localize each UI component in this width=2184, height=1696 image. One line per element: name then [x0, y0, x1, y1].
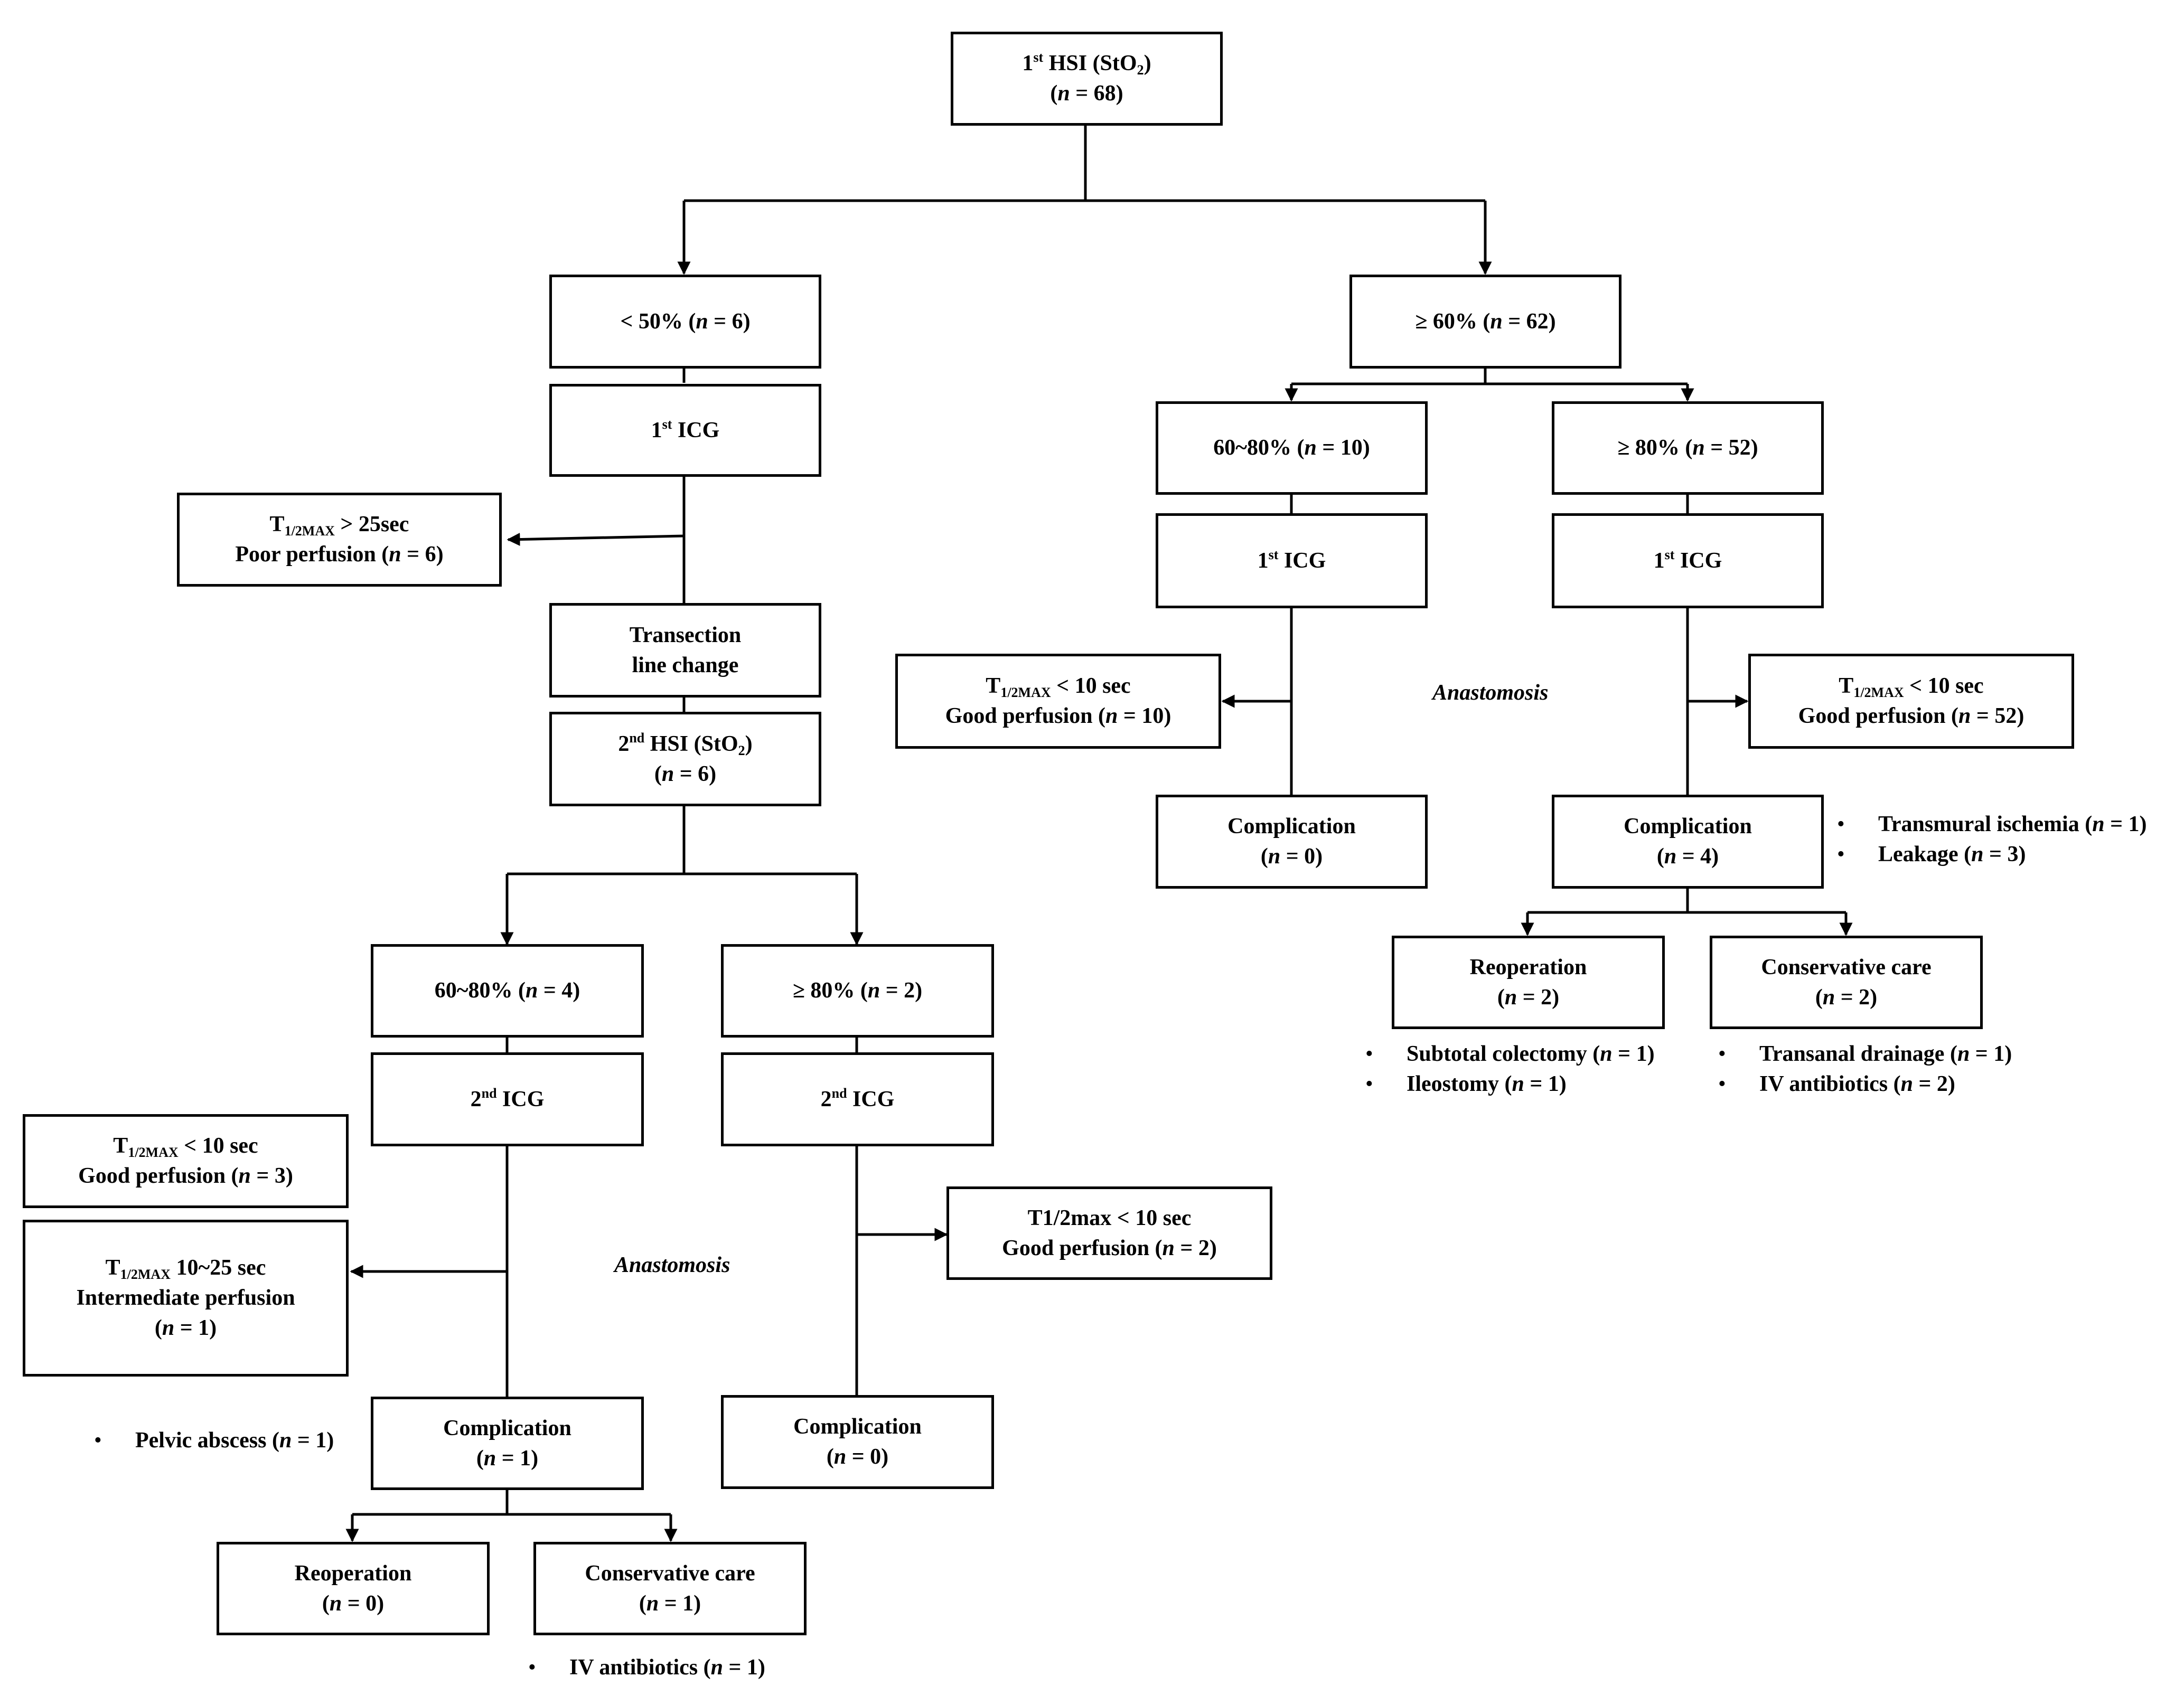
list-item: IV antibiotics (n = 1) — [528, 1653, 765, 1683]
left-complication-0-node: Complication (n = 0) — [721, 1395, 994, 1489]
right-60-80-node: 60~80% (n = 10) — [1156, 401, 1428, 495]
good-perfusion-2-node: T1/2max < 10 sec Good perfusion (n = 2) — [946, 1186, 1272, 1280]
right-conservative-list: Transanal drainage (n = 1) IV antibiotic… — [1718, 1039, 2012, 1099]
list-item: Transmural ischemia (n = 1) — [1837, 809, 2146, 840]
right-conservative-node: Conservative care (n = 2) — [1710, 936, 1983, 1029]
list-item: Subtotal colectomy (n = 1) — [1365, 1039, 1655, 1069]
good-perfusion-3-node: T1/2MAX < 10 sec Good perfusion (n = 3) — [23, 1114, 349, 1208]
right-anastomosis-label: Anastomosis — [1432, 681, 1549, 705]
pelvic-abscess-list: Pelvic abscess (n = 1) — [94, 1426, 334, 1456]
list-item: Transanal drainage (n = 1) — [1718, 1039, 2012, 1069]
left-reoperation-node: Reoperation (n = 0) — [217, 1542, 490, 1635]
left-icg2b-node: 2nd ICG — [721, 1052, 994, 1146]
left-conservative-node: Conservative care (n = 1) — [533, 1542, 807, 1635]
left-80-node: ≥ 80% (n = 2) — [721, 944, 994, 1038]
root-count: (n = 68) — [1050, 81, 1123, 106]
left-complication-1-node: Complication (n = 1) — [371, 1397, 644, 1490]
root-node: 1st HSI (StO2) (n = 68) — [951, 32, 1223, 126]
arrow-to-poor-perfusion — [507, 533, 685, 547]
right-reoperation-node: Reoperation (n = 2) — [1392, 936, 1665, 1029]
right-reoperation-list: Subtotal colectomy (n = 1) Ileostomy (n … — [1365, 1039, 1655, 1099]
list-item: Ileostomy (n = 1) — [1365, 1069, 1655, 1099]
left-anastomosis-label: Anastomosis — [614, 1253, 730, 1277]
right-branch-node: ≥ 60% (n = 62) — [1349, 275, 1621, 369]
poor-perfusion-node: T1/2MAX > 25sec Poor perfusion (n = 6) — [177, 493, 502, 587]
good-perfusion-10-node: T1/2MAX < 10 sec Good perfusion (n = 10) — [895, 654, 1221, 749]
list-item: Pelvic abscess (n = 1) — [94, 1426, 334, 1456]
left-icg2a-node: 2nd ICG — [371, 1052, 644, 1146]
root-title: 1st HSI (StO2) — [1022, 50, 1151, 78]
left-60-80-node: 60~80% (n = 4) — [371, 944, 644, 1038]
left-icg1-node: 1st ICG — [549, 384, 821, 477]
right-complication-list: Transmural ischemia (n = 1) Leakage (n =… — [1837, 809, 2146, 869]
right-complication-4-node: Complication (n = 4) — [1552, 795, 1824, 889]
left-iv-antibiotics-list: IV antibiotics (n = 1) — [528, 1653, 765, 1683]
left-branch-node: < 50% (n = 6) — [549, 275, 821, 369]
right-icgb-node: 1st ICG — [1552, 513, 1824, 608]
intermediate-perfusion-node: T1/2MAX 10~25 sec Intermediate perfusion… — [23, 1220, 349, 1377]
list-item: Leakage (n = 3) — [1837, 840, 2146, 870]
right-complication-0-node: Complication (n = 0) — [1156, 795, 1428, 889]
right-icga-node: 1st ICG — [1156, 513, 1428, 608]
transection-node: Transection line change — [549, 603, 821, 698]
left-hsi2-node: 2nd HSI (StO2) (n = 6) — [549, 712, 821, 806]
right-80-node: ≥ 80% (n = 52) — [1552, 401, 1824, 495]
good-perfusion-52-node: T1/2MAX < 10 sec Good perfusion (n = 52) — [1748, 654, 2074, 749]
list-item: IV antibiotics (n = 2) — [1718, 1069, 2012, 1099]
